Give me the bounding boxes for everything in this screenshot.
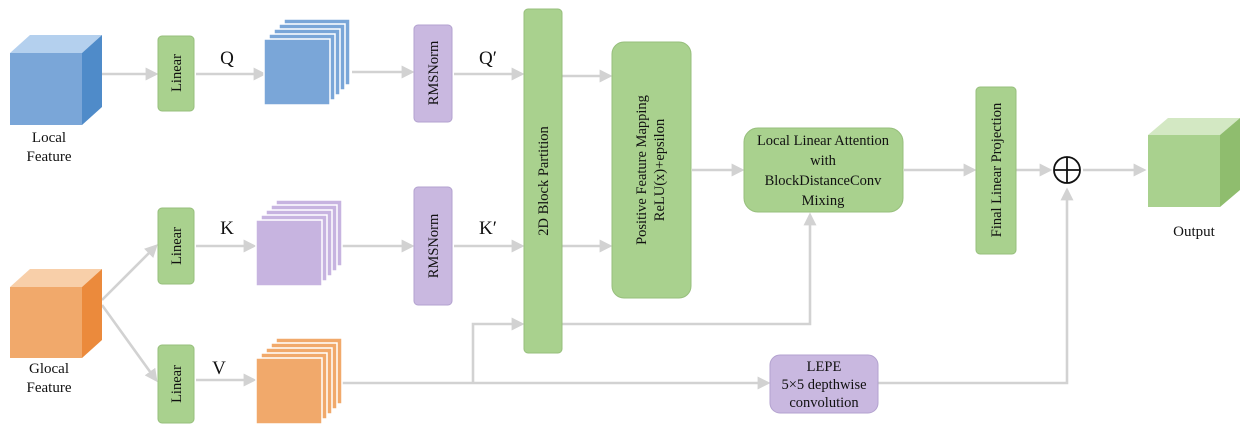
output-cube xyxy=(1148,118,1240,207)
linear-v-box: Linear xyxy=(157,344,195,424)
rmsnorm-k-label: RMSNorm xyxy=(426,213,442,278)
residual-add-node xyxy=(1053,156,1081,184)
linear-k-label: Linear xyxy=(169,227,185,265)
connector-arrows xyxy=(100,65,1147,390)
block-partition-box: 2D Block Partition xyxy=(523,8,563,354)
rmsnorm-k-box: RMSNorm xyxy=(413,186,453,306)
local-feature-cube xyxy=(10,35,102,125)
attention-line1: Local Linear Attention xyxy=(757,133,890,149)
lepe-box: LEPE 5×5 depthwise convolution xyxy=(769,354,879,414)
glocal-feature-cube xyxy=(10,269,102,358)
final-projection-label: Final Linear Projection xyxy=(989,102,1005,237)
linear-q-box: Linear xyxy=(157,35,195,112)
attention-line4: Mixing xyxy=(802,193,845,209)
glocal-feature-label-line1: Glocal xyxy=(29,361,69,377)
lepe-line3: convolution xyxy=(789,395,859,411)
k-prime-label: K′ xyxy=(479,218,497,239)
glocal-feature-label-line2: Feature xyxy=(27,380,72,396)
linear-v-label: Linear xyxy=(169,365,185,403)
local-feature-label-line1: Local xyxy=(32,130,66,146)
output-label: Output xyxy=(1173,224,1216,240)
local-linear-attention-box: Local Linear Attention with BlockDistanc… xyxy=(743,127,904,213)
linear-k-box: Linear xyxy=(157,207,195,285)
block-partition-label: 2D Block Partition xyxy=(536,125,552,235)
local-feature-label-line2: Feature xyxy=(27,149,72,165)
rmsnorm-q-box: RMSNorm xyxy=(413,24,453,123)
positive-feature-mapping-box: Positive Feature Mapping ReLU(x)+epsilon xyxy=(611,41,692,299)
linear-q-label: Linear xyxy=(169,54,185,92)
k-label: K xyxy=(220,218,234,239)
q-prime-label: Q′ xyxy=(479,48,497,69)
v-label: V xyxy=(212,358,226,379)
lepe-line1: LEPE xyxy=(807,359,842,375)
lepe-line2: 5×5 depthwise xyxy=(781,377,866,393)
final-linear-projection-box: Final Linear Projection xyxy=(975,86,1017,255)
v-tensor-stack xyxy=(255,337,343,425)
q-label: Q xyxy=(220,48,234,69)
positive-mapping-line1: Positive Feature Mapping xyxy=(634,95,650,245)
k-tensor-stack xyxy=(255,199,343,287)
attention-line2: with xyxy=(810,153,837,169)
rmsnorm-q-label: RMSNorm xyxy=(426,40,442,105)
positive-mapping-line2: ReLU(x)+epsilon xyxy=(652,118,668,221)
attention-line3: BlockDistanceConv xyxy=(765,173,883,189)
q-tensor-stack xyxy=(263,18,351,106)
